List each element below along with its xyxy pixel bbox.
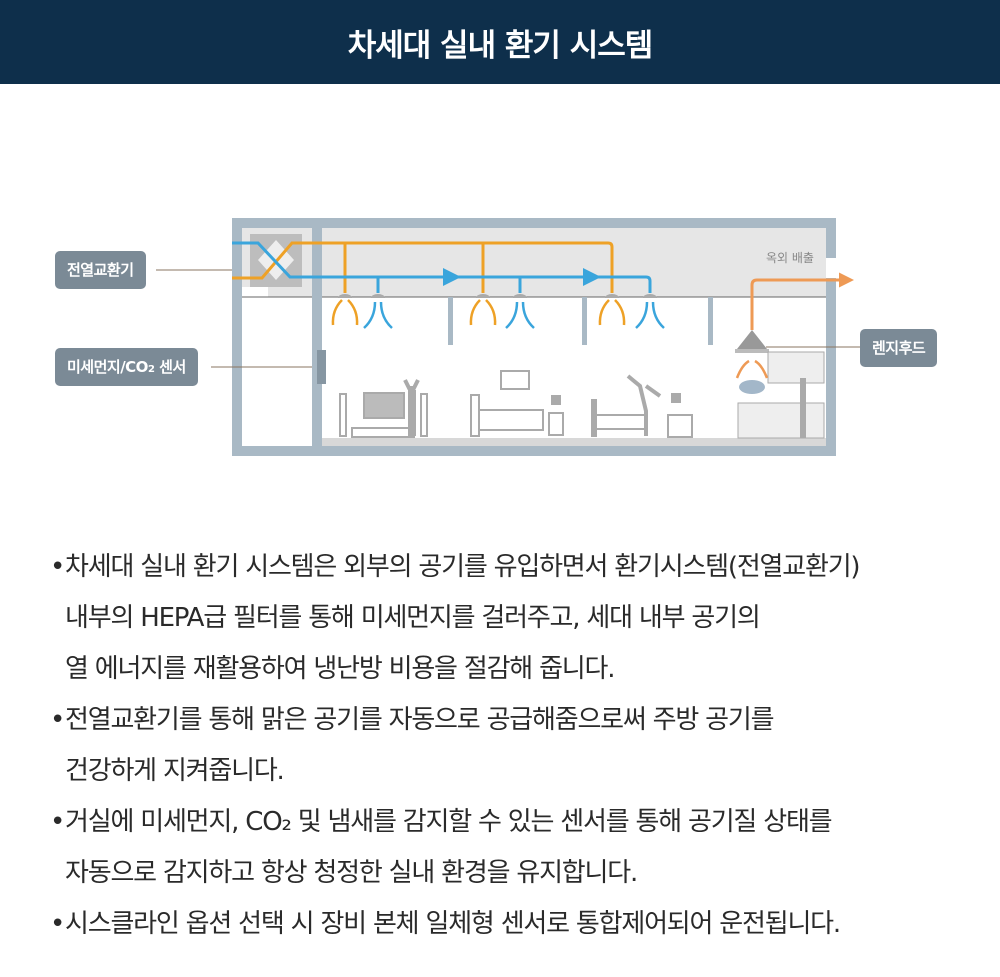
feature-line: 시스클라인 옵션 선택 시 장비 본체 일체형 센서로 통합제어되어 운전됩니다… [65,909,841,939]
sensor-label-sub: 2 [147,364,155,375]
range-hood-label: 렌지후드 [860,329,938,367]
erv-label: 전열교환기 [55,251,146,289]
range-hood-label-text: 렌지후드 [872,339,926,357]
outdoor-exhaust-label: 옥외 배출 [766,251,814,265]
sensor-label-text: 미세먼지/CO [67,358,148,376]
diffusers [338,294,657,298]
air-flow-arrows [331,299,665,329]
sensor-label-tail: 센서 [154,358,186,376]
supply-air-duct [232,241,614,293]
feature-line: 열 에너지를 재활용하여 냉난방 비용을 절감해 줍니다. [65,654,615,684]
feature-item: 거실에 미세먼지, CO₂ 및 냄새를 감지할 수 있는 센서를 통해 공기질 … [50,797,980,899]
ventilation-diagram: 옥외 배출 전열교환기 미세먼지/CO2 센서 렌지후드 [0,200,1000,470]
feature-line: 전열교환기를 통해 맑은 공기를 자동으로 공급해줌으로써 주방 공기를 [65,705,775,735]
feature-item: 시스클라인 옵션 선택 시 장비 본체 일체형 센서로 통합제어되어 운전됩니다… [50,899,980,950]
leader-lines [156,269,860,368]
feature-line: 자동으로 감지하고 항상 청정한 실내 환경을 유지합니다. [65,858,638,888]
feature-list: 차세대 실내 환기 시스템은 외부의 공기를 유입하면서 환기시스템(전열교환기… [50,542,980,950]
page-title: 차세대 실내 환기 시스템 [347,27,654,64]
sensor-label: 미세먼지/CO2 센서 [55,348,198,386]
bedroom-furniture [470,370,693,438]
feature-item: 전열교환기를 통해 맑은 공기를 자동으로 공급해줌으로써 주방 공기를건강하게… [50,695,980,797]
page-header: 차세대 실내 환기 시스템 [0,0,1000,84]
dust-co2-sensor [317,350,326,384]
erv-label-text: 전열교환기 [67,261,134,279]
feature-line: 차세대 실내 환기 시스템은 외부의 공기를 유입하면서 환기시스템(전열교환기… [65,552,861,582]
return-air-duct [232,241,652,293]
feature-line: 건강하게 지켜줍니다. [65,756,285,786]
feature-line: 내부의 HEPA급 필터를 통해 미세먼지를 걸러주고, 세대 내부 공기의 [65,603,761,633]
living-room-furniture [339,379,428,438]
feature-item: 차세대 실내 환기 시스템은 외부의 공기를 유입하면서 환기시스템(전열교환기… [50,542,980,695]
kitchen [735,330,825,439]
exhaust-duct [750,272,854,330]
house-cross-section: 옥외 배출 [156,218,860,456]
feature-line: 거실에 미세먼지, CO₂ 및 냄새를 감지할 수 있는 센서를 통해 공기질 … [65,807,833,837]
